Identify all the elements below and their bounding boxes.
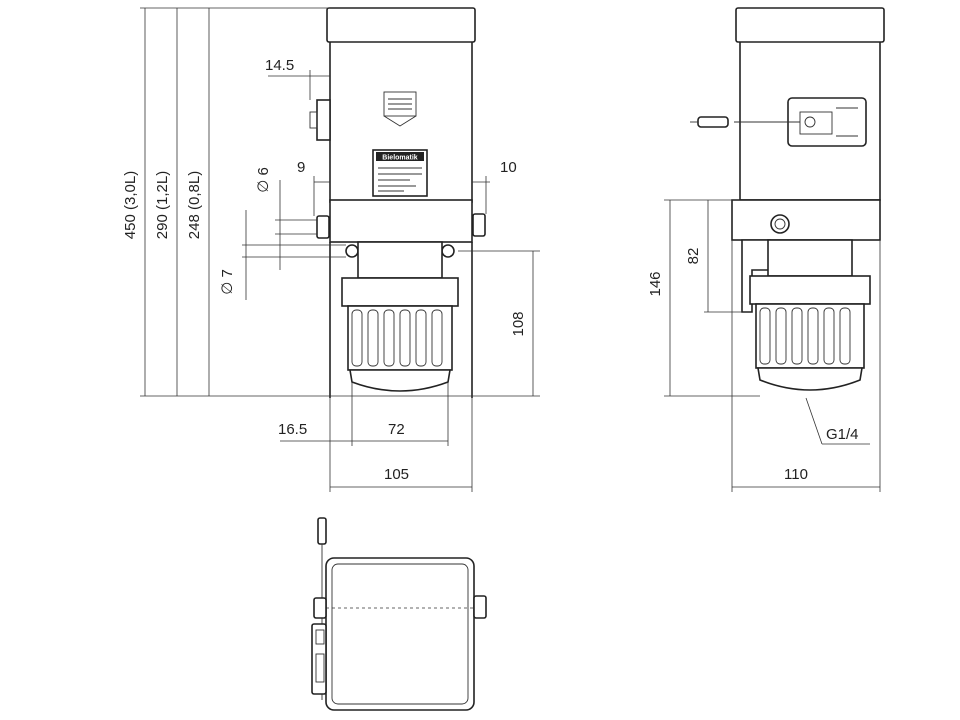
dim-14-5: 14.5 [265, 57, 294, 74]
side-pump-head [749, 275, 871, 305]
front-view: Bielomatik [122, 7, 540, 492]
dim-108: 108 [510, 311, 527, 336]
side-view: 146 82 G1/4 110 [647, 7, 885, 492]
height-dimensions [140, 7, 540, 397]
dim-dia-7: ∅ 7 [219, 269, 236, 295]
side-motor-fins [755, 303, 865, 369]
dim-dia-6: ∅ 6 [255, 167, 272, 193]
pump-head [341, 277, 459, 307]
dim-82: 82 [685, 248, 702, 265]
top-outline [325, 557, 475, 711]
dim-290: 290 (1,2L) [154, 171, 171, 239]
mounting-base [329, 199, 473, 243]
mount-hole-right [441, 244, 455, 258]
reservoir-lid [326, 7, 476, 43]
dim-9: 9 [297, 159, 305, 176]
brand-text: Bielomatik [382, 155, 418, 162]
dim-146: 146 [647, 271, 664, 296]
warning-label [383, 91, 417, 127]
side-fitting [316, 99, 331, 141]
dim-450: 450 (3,0L) [122, 171, 139, 239]
motor-fins [347, 305, 453, 371]
motor-bottom [349, 369, 451, 392]
thread-label: G1/4 [826, 426, 859, 443]
cable-connector [317, 517, 327, 545]
type-plate: Bielomatik [372, 149, 428, 197]
dim-10: 10 [500, 159, 517, 176]
dim-248: 248 (0,8L) [186, 171, 203, 239]
top-view [311, 517, 487, 711]
dim-16-5: 16.5 [278, 421, 307, 438]
mount-hole-left [345, 244, 359, 258]
side-reservoir-lid [735, 7, 885, 43]
dim-110: 110 [784, 466, 808, 483]
side-base [731, 199, 881, 241]
dim-72: 72 [388, 421, 405, 438]
level-switch [690, 97, 867, 147]
dim-105: 105 [384, 466, 409, 483]
